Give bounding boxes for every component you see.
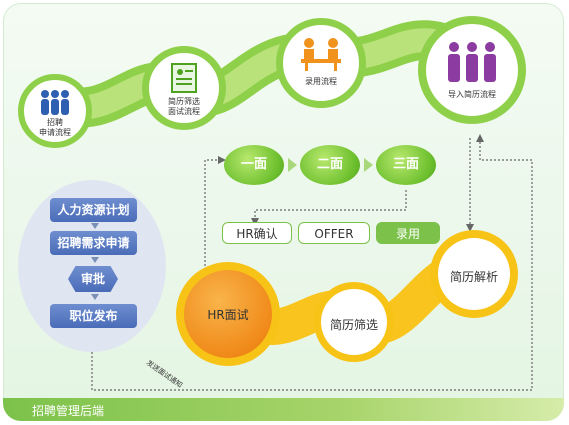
import-resume-circle[interactable]: 导入简历流程 bbox=[418, 16, 526, 124]
hiring-label: 录用流程 bbox=[305, 77, 337, 86]
approval-label: 审批 bbox=[80, 272, 105, 286]
hr-interview-circle[interactable]: HR面试 bbox=[176, 262, 280, 366]
offer-pill[interactable]: OFFER bbox=[298, 222, 370, 244]
resume-parse-circle[interactable]: 简历解析 bbox=[430, 230, 518, 318]
footer-bar bbox=[3, 398, 564, 421]
hr-confirm-pill[interactable]: HR确认 bbox=[222, 222, 292, 244]
resume-interview-circle[interactable]: 简历筛选 面试流程 bbox=[142, 46, 226, 130]
team-icon bbox=[442, 40, 502, 86]
resume-parse-label: 简历解析 bbox=[449, 270, 498, 284]
people-group-icon bbox=[37, 88, 73, 120]
arrow-down-icon bbox=[91, 257, 99, 263]
resume-screen-label: 简历筛选 bbox=[329, 318, 378, 332]
hr-interview-label: HR面试 bbox=[207, 308, 249, 322]
hr-plan-box[interactable]: 人力资源计划 bbox=[50, 198, 137, 222]
job-post-box[interactable]: 职位发布 bbox=[50, 304, 137, 328]
document-icon bbox=[170, 62, 198, 98]
arrow-right-icon bbox=[364, 158, 373, 172]
recruit-application-label-1: 招聘 bbox=[47, 118, 63, 127]
arrow-down-icon bbox=[91, 223, 99, 229]
third-interview-step[interactable]: 三面 bbox=[376, 145, 436, 185]
arrow-right-icon bbox=[288, 158, 297, 172]
meeting-icon bbox=[297, 37, 345, 75]
recruit-application-circle[interactable]: 招聘 申请流程 bbox=[18, 74, 92, 148]
hire-pill[interactable]: 录用 bbox=[376, 222, 440, 244]
second-interview-step[interactable]: 二面 bbox=[300, 145, 360, 185]
resume-interview-label-2: 面试流程 bbox=[168, 107, 200, 116]
resume-screen-circle[interactable]: 简历筛选 bbox=[314, 282, 394, 362]
arrow-down-icon bbox=[91, 294, 99, 300]
recruit-request-box[interactable]: 招聘需求申请 bbox=[50, 231, 137, 255]
approval-diamond[interactable]: 审批 bbox=[68, 266, 118, 292]
footer-title: 招聘管理后端 bbox=[32, 404, 105, 418]
first-interview-step[interactable]: 一面 bbox=[224, 145, 284, 185]
hiring-circle[interactable]: 录用流程 bbox=[276, 18, 366, 108]
resume-interview-label-1: 简历筛选 bbox=[168, 97, 200, 106]
import-resume-label: 导入简历流程 bbox=[448, 90, 496, 99]
recruit-application-label-2: 申请流程 bbox=[39, 128, 71, 137]
